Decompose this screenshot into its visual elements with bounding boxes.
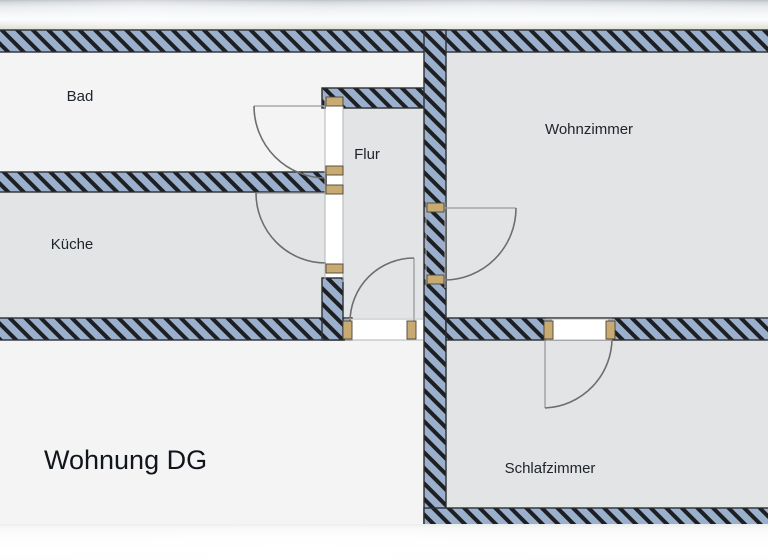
door-bad-arc xyxy=(253,105,327,179)
jamb-entrance-right xyxy=(406,320,417,340)
jamb-entrance-left xyxy=(342,320,353,340)
jamb-schlaf-right xyxy=(605,320,616,340)
jamb-wohnzimmer-top xyxy=(426,202,445,213)
door-gap-kueche xyxy=(326,192,343,266)
jamb-bad-top xyxy=(325,96,344,107)
door-entrance-arc xyxy=(349,257,415,323)
wall-exterior-top xyxy=(0,29,768,53)
jamb-wohnzimmer-bottom xyxy=(426,274,445,285)
door-schlafzimmer-arc xyxy=(544,337,613,409)
door-gap-bad xyxy=(326,106,343,172)
door-kueche-arc xyxy=(255,192,327,264)
room-labels: Bad Küche Flur Wohnzimmer Schlafzimmer xyxy=(51,88,633,477)
room-floors xyxy=(0,52,768,508)
room-label-flur: Flur xyxy=(354,146,380,163)
room-label-wohnzimmer: Wohnzimmer xyxy=(545,121,633,138)
jamb-kueche-bottom xyxy=(325,263,344,274)
door-jambs xyxy=(325,96,616,340)
door-gap-schlafzimmer xyxy=(552,319,608,340)
door-wohnzimmer-arc xyxy=(443,207,517,281)
jamb-schlaf-left xyxy=(543,320,554,340)
top-metal-band xyxy=(0,0,768,31)
room-label-schlafzimmer: Schlafzimmer xyxy=(505,460,596,477)
room-label-bad: Bad xyxy=(67,88,94,105)
room-floor-bad xyxy=(0,52,326,172)
door-entrance-leaf xyxy=(413,258,415,322)
door-gap-entrance xyxy=(350,319,408,340)
wall-bad-kueche xyxy=(0,171,327,193)
door-entrance-flur xyxy=(349,257,415,323)
door-bad xyxy=(253,105,327,179)
door-schlafzimmer xyxy=(544,337,613,409)
room-floor-schlafzimmer xyxy=(446,340,768,508)
jamb-kueche-top xyxy=(325,184,344,195)
bottom-glow-band xyxy=(0,524,768,560)
door-swings xyxy=(253,105,613,409)
wall-kueche-bottom xyxy=(0,317,353,341)
wall-flur-left-lower xyxy=(321,277,344,341)
door-kueche xyxy=(255,192,327,264)
room-floor-wohnzimmer xyxy=(446,52,768,318)
plan-title: Wohnung DG xyxy=(44,445,207,475)
jamb-bad-bottom xyxy=(325,165,344,176)
door-wohnzimmer xyxy=(443,207,517,281)
room-floor-kueche xyxy=(0,192,326,318)
door-gap-cutouts xyxy=(326,106,608,340)
room-label-kueche: Küche xyxy=(51,236,94,253)
